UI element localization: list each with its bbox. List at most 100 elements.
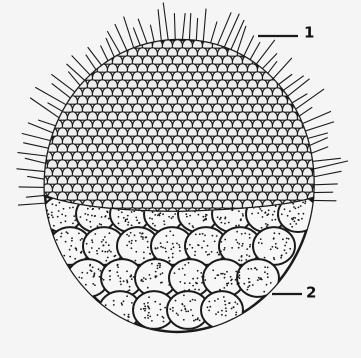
micromere-cell: [302, 88, 312, 96]
micromere-cell: [77, 144, 87, 152]
yolk-dot: [224, 218, 226, 220]
micromere-cell: [132, 184, 142, 192]
yolk-dot: [241, 245, 243, 247]
micromere-cell: [237, 112, 247, 120]
micromere-cell: [142, 168, 152, 176]
yolk-dot: [172, 256, 174, 258]
yolk-dot: [126, 218, 128, 220]
micromere-cell: [112, 40, 122, 48]
yolk-dot: [182, 268, 184, 270]
cilium: [308, 138, 328, 147]
yolk-dot: [292, 219, 294, 221]
micromere-cell: [182, 200, 192, 208]
yolk-dot: [261, 243, 263, 245]
micromere-cell: [262, 104, 272, 112]
yolk-dot: [131, 224, 133, 226]
micromere-cell: [202, 200, 212, 208]
yolk-dot: [261, 227, 263, 229]
micromere-cell: [67, 160, 77, 168]
micromere-cell: [82, 136, 92, 144]
micromere-cell: [287, 160, 297, 168]
micromere-cell: [277, 176, 287, 184]
yolk-dot: [159, 266, 161, 268]
yolk-dot: [217, 298, 219, 300]
micromere-cell: [62, 72, 72, 80]
yolk-dot: [168, 216, 170, 218]
micromere-cell: [177, 64, 187, 72]
yolk-dot: [65, 241, 67, 243]
yolk-dot: [178, 244, 180, 246]
micromere-cell: [252, 184, 262, 192]
yolk-dot: [231, 283, 233, 285]
yolk-dot: [256, 269, 258, 271]
yolk-dot: [151, 263, 153, 265]
micromere-cell: [217, 64, 227, 72]
micromere-cell: [217, 112, 227, 120]
cilium: [313, 171, 341, 177]
micromere-cell: [227, 160, 237, 168]
micromere-cell: [107, 112, 117, 120]
yolk-dot: [203, 240, 205, 242]
yolk-dot: [157, 314, 159, 316]
yolk-dot: [265, 211, 267, 213]
micromere-cell: [212, 56, 222, 64]
micromere-cell: [82, 40, 92, 48]
micromere-cell: [137, 112, 147, 120]
yolk-dot: [107, 316, 109, 318]
cilium: [18, 153, 50, 157]
yolk-dot: [241, 233, 243, 235]
yolk-dot: [194, 254, 196, 256]
yolk-dot: [187, 310, 189, 312]
micromere-cell: [147, 160, 157, 168]
yolk-dot: [192, 247, 194, 249]
yolk-dot: [197, 277, 199, 279]
micromere-cell: [237, 96, 247, 104]
yolk-dot: [205, 216, 207, 218]
yolk-dot: [160, 309, 162, 311]
yolk-dot: [214, 300, 216, 302]
yolk-dot: [131, 302, 133, 304]
yolk-dot: [224, 223, 226, 225]
yolk-dot: [109, 312, 111, 314]
micromere-cell: [227, 64, 237, 72]
yolk-dot: [163, 220, 165, 222]
yolk-dot: [143, 308, 145, 310]
yolk-dot: [92, 208, 94, 210]
yolk-dot: [116, 271, 118, 273]
yolk-dot: [225, 307, 227, 309]
micromere-cell: [117, 80, 127, 88]
micromere-cell: [72, 168, 82, 176]
yolk-dot: [189, 282, 191, 284]
yolk-dot: [127, 316, 129, 318]
yolk-dot: [284, 208, 286, 210]
yolk-dot: [121, 304, 123, 306]
yolk-dot: [201, 247, 203, 249]
micromere-cell: [297, 64, 307, 72]
micromere-cell: [137, 176, 147, 184]
micromere-cell: [97, 192, 107, 200]
micromere-cell: [102, 200, 112, 208]
yolk-dot: [69, 256, 71, 258]
micromere-cell: [137, 192, 147, 200]
yolk-dot: [144, 305, 146, 307]
yolk-dot: [157, 267, 159, 269]
yolk-dot: [77, 284, 79, 286]
micromere-cell: [117, 128, 127, 136]
micromere-cell: [242, 104, 252, 112]
micromere-cell: [67, 128, 77, 136]
micromere-cell: [212, 168, 222, 176]
yolk-dot: [101, 216, 103, 218]
micromere-cell: [242, 168, 252, 176]
micromere-cell: [222, 120, 232, 128]
micromere-cell: [242, 72, 252, 80]
micromere-cell: [182, 104, 192, 112]
micromere-cell: [112, 120, 122, 128]
micromere-cell: [67, 48, 77, 56]
micromere-cell: [312, 104, 322, 112]
yolk-dot: [204, 279, 206, 281]
yolk-dot: [275, 243, 277, 245]
yolk-dot: [199, 233, 201, 235]
micromere-cell: [72, 104, 82, 112]
micromere-cell: [112, 200, 122, 208]
yolk-dot: [249, 237, 251, 239]
